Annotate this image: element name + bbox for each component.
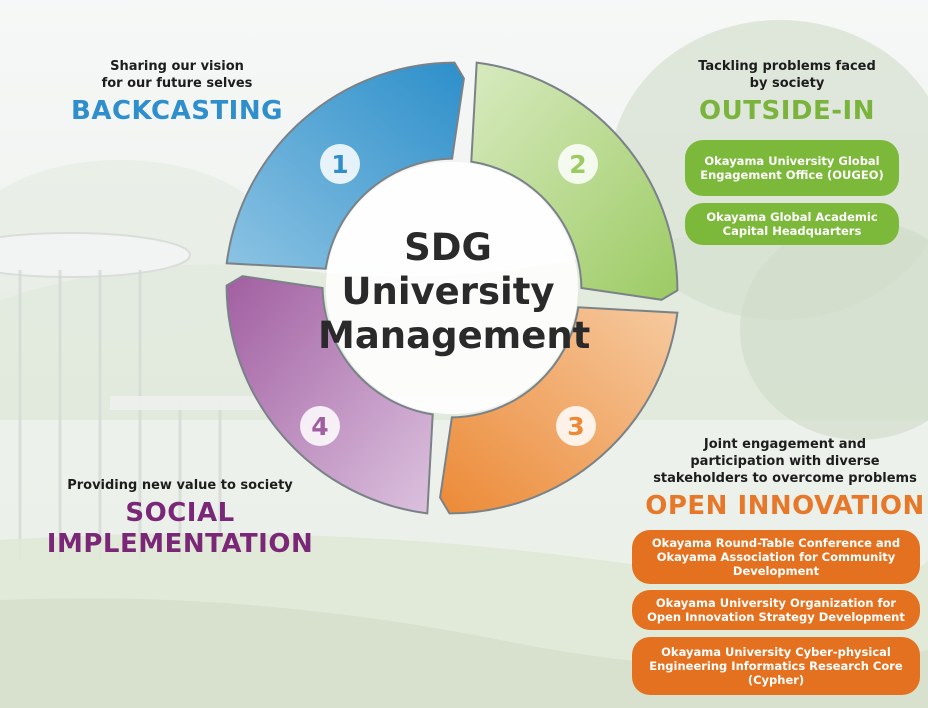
phase-2-title: OUTSIDE-IN	[699, 96, 875, 126]
box-ougeo: Okayama University Global Engagement Off…	[685, 140, 899, 196]
phase-3-subtitle-line3: stakeholders to overcome problems	[653, 471, 917, 486]
box-cypher: Okayama University Cyber-physical Engine…	[632, 637, 920, 695]
phase-4-subtitle: Providing new value to society	[67, 478, 293, 493]
box-open-innovation-strategy: Okayama University Organization for Open…	[632, 590, 920, 630]
phase-social-implementation: Providing new value to society SOCIAL IM…	[30, 477, 330, 560]
phase-3-title: OPEN INNOVATION	[645, 491, 925, 521]
phase-3-subtitle-line1: Joint engagement and	[703, 437, 867, 452]
center-title-line1: SDG	[404, 226, 492, 269]
phase-2-subtitle-line1: Tackling problems faced	[698, 59, 876, 74]
box-round-table-conference: Okayama Round-Table Conference and Okaya…	[632, 530, 920, 584]
center-title-line3: Management	[318, 314, 591, 357]
phase-backcasting: Sharing our vision for our future selves…	[52, 58, 302, 128]
step-3-badge: 3	[556, 406, 596, 446]
phase-4-title-line2: IMPLEMENTATION	[46, 529, 314, 559]
segment-4-social-implementation	[225, 275, 434, 515]
phase-outside-in: Tackling problems faced by society OUTSI…	[662, 58, 912, 128]
step-1-badge: 1	[320, 144, 360, 184]
step-2-badge: 2	[558, 144, 598, 184]
phase-1-subtitle-line2: for our future selves	[101, 76, 253, 91]
box-global-academic-capital: Okayama Global Academic Capital Headquar…	[685, 203, 899, 245]
phase-2-subtitle-line2: by society	[749, 76, 825, 91]
phase-4-title-line1: SOCIAL	[125, 498, 235, 528]
step-4-badge: 4	[300, 406, 340, 446]
phase-1-subtitle-line1: Sharing our vision	[110, 59, 244, 74]
segment-3-open-innovation	[439, 306, 679, 515]
phase-3-subtitle-line2: participation with diverse	[690, 454, 880, 469]
phase-open-innovation: Joint engagement and participation with …	[642, 436, 928, 523]
center-title-line2: University	[341, 270, 555, 313]
phase-1-title: BACKCASTING	[71, 96, 283, 126]
center-title: SDG University Management	[318, 226, 591, 358]
